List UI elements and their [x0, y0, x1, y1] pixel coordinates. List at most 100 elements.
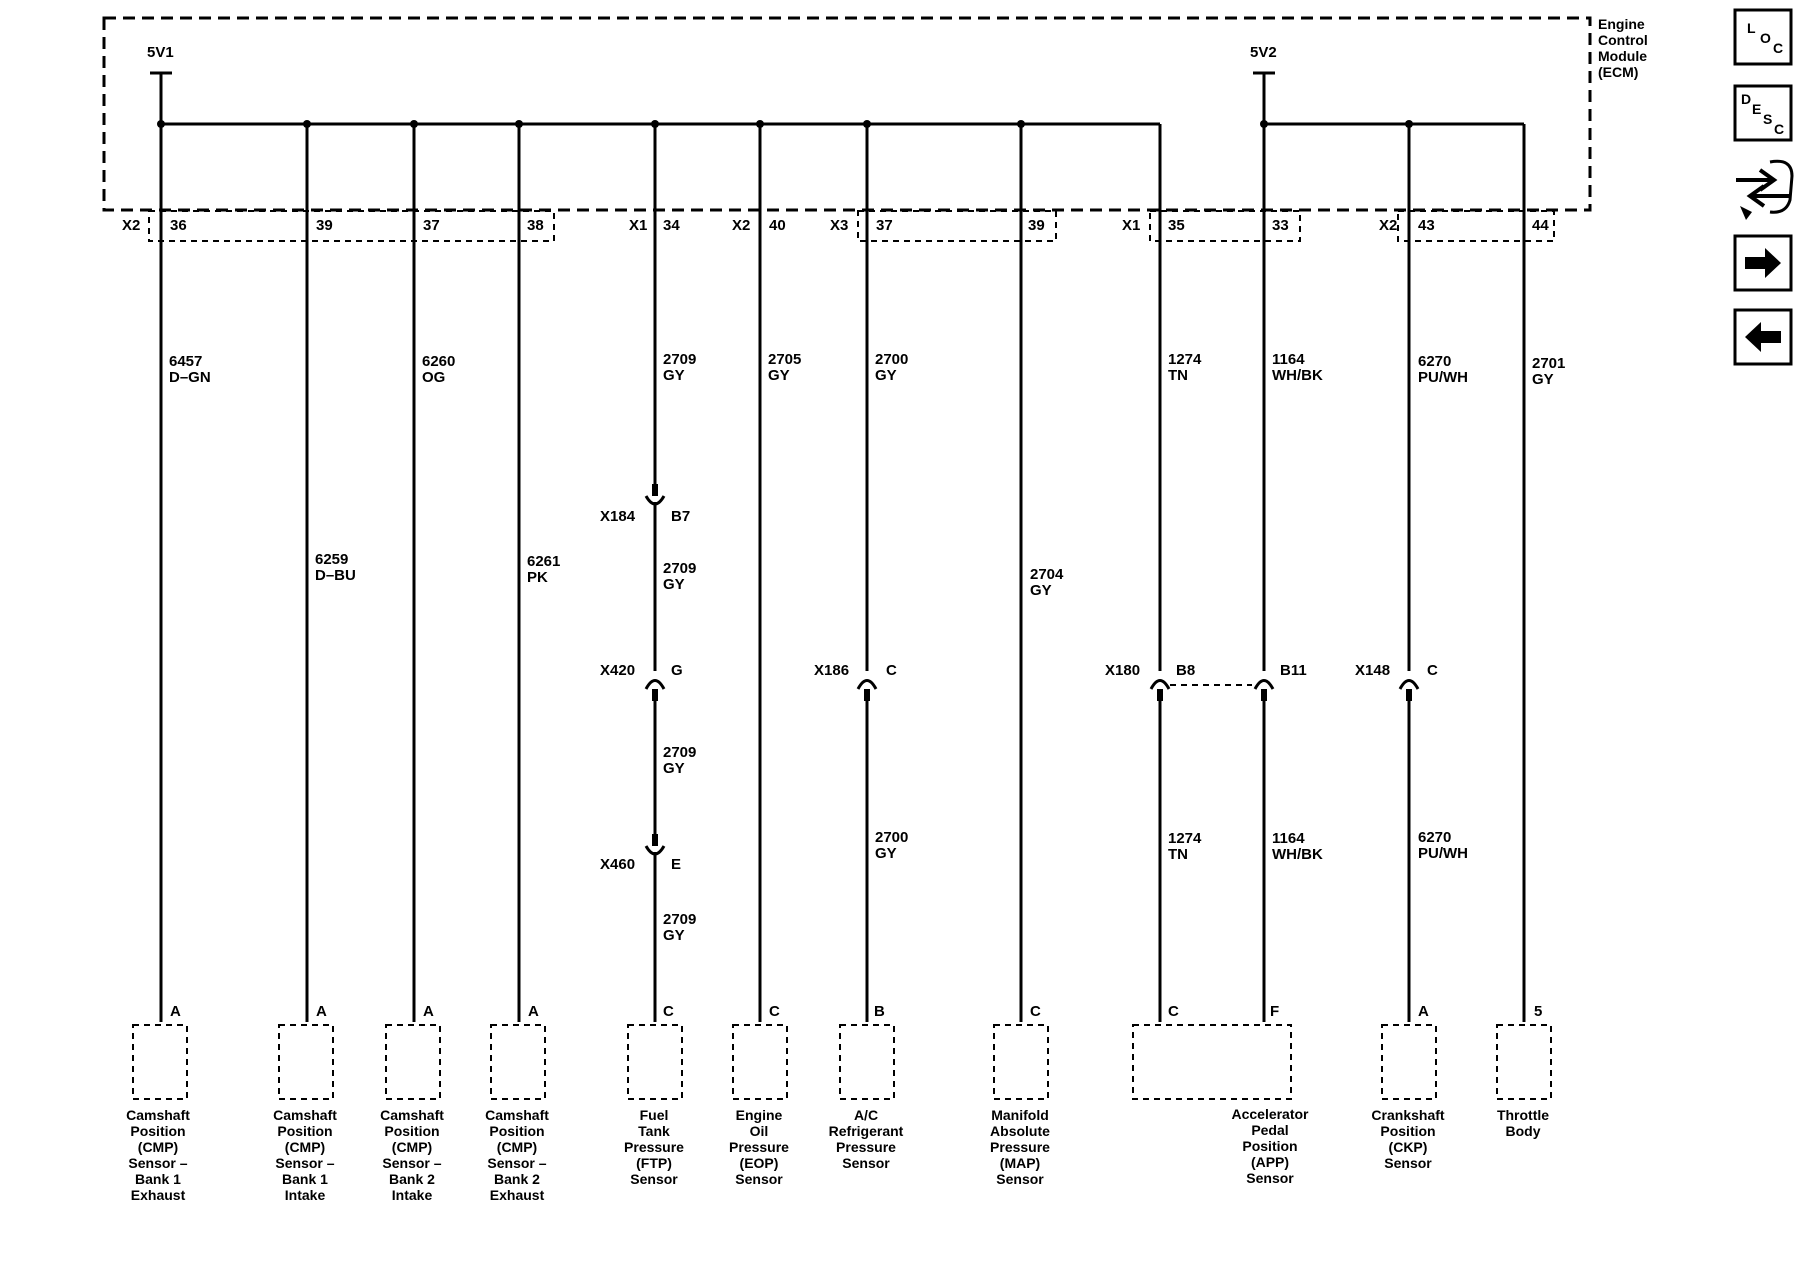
arrow-right-icon — [1745, 248, 1781, 278]
segment-wire-number: 2709 — [663, 744, 696, 761]
svg-text:Bank 2: Bank 2 — [389, 1171, 435, 1187]
next-page-button[interactable] — [1733, 234, 1793, 292]
ecm-pin: 44 — [1532, 217, 1549, 234]
svg-text:Position: Position — [384, 1123, 439, 1139]
svg-text:(APP): (APP) — [1251, 1154, 1289, 1170]
svg-text:Intake: Intake — [392, 1187, 433, 1203]
wire-color: PU/WH — [1418, 369, 1468, 386]
svg-text:Position: Position — [277, 1123, 332, 1139]
segment-wire-color: GY — [875, 845, 897, 862]
inline-connector-id: X186 — [814, 662, 849, 679]
previous-page-button[interactable] — [1733, 308, 1793, 366]
wire-color: WH/BK — [1272, 367, 1323, 384]
sensor-box-eop — [732, 1024, 788, 1100]
sensor-pin: F — [1270, 1003, 1279, 1020]
sensor-pin: A — [528, 1003, 539, 1020]
ecm-pin: 33 — [1272, 217, 1289, 234]
circuit-3: 38 6261 PK A — [515, 120, 560, 1022]
ecm-label-line: Control — [1598, 32, 1648, 48]
svg-text:Fuel: Fuel — [640, 1107, 669, 1123]
inline-connector-pin: B7 — [671, 508, 690, 525]
connector-id: X1 — [629, 217, 647, 234]
wire-number: 2704 — [1030, 566, 1064, 583]
svg-text:Pressure: Pressure — [729, 1139, 789, 1155]
ecm-enclosure — [102, 16, 1592, 212]
svg-text:A/C: A/C — [854, 1107, 878, 1123]
sensor-box-ac-pressure — [839, 1024, 895, 1100]
segment-wire-color: PU/WH — [1418, 845, 1468, 862]
sensor-pin: C — [663, 1003, 674, 1020]
sensor-box-cmp-b2-intake — [385, 1024, 441, 1100]
ecm-pin: 37 — [876, 217, 893, 234]
segment-wire-number: 1274 — [1168, 830, 1202, 847]
svg-text:Pedal: Pedal — [1251, 1122, 1288, 1138]
sensor-label-app: Accelerator Pedal Position (APP) Sensor — [1231, 1106, 1309, 1186]
inline-connector-x420: X420 G — [600, 662, 683, 701]
inline-connector-id: X184 — [600, 508, 636, 525]
sensor-pin: C — [1168, 1003, 1179, 1020]
wire-number: 6457 — [169, 353, 202, 370]
sensor-pin: A — [1418, 1003, 1429, 1020]
circuit-6: 37 2700 GY B — [863, 120, 908, 1022]
ecm-connector-box — [1149, 210, 1301, 242]
svg-text:Bank 2: Bank 2 — [494, 1171, 540, 1187]
wire-number: 2705 — [768, 351, 801, 368]
ecm-pin: 36 — [170, 217, 187, 234]
wire-color: D–BU — [315, 567, 356, 584]
sensor-box-cmp-b2-exhaust — [490, 1024, 546, 1100]
segment-wire-color: WH/BK — [1272, 846, 1323, 863]
svg-text:Camshaft: Camshaft — [485, 1107, 549, 1123]
segment-wire-number: 6270 — [1418, 829, 1451, 846]
segment-wire-number: 2700 — [875, 829, 908, 846]
sensor-pin: 5 — [1534, 1003, 1542, 1020]
ecm-connector-box — [1397, 210, 1555, 242]
svg-text:(CMP): (CMP) — [497, 1139, 537, 1155]
svg-text:Sensor: Sensor — [735, 1171, 783, 1187]
svg-text:Camshaft: Camshaft — [273, 1107, 337, 1123]
wire-number: 2701 — [1532, 355, 1565, 372]
svg-text:Camshaft: Camshaft — [380, 1107, 444, 1123]
svg-text:C: C — [1773, 40, 1783, 56]
connector-info-button[interactable] — [1736, 159, 1794, 220]
wire-color: GY — [663, 367, 685, 384]
svg-text:Sensor –: Sensor – — [128, 1155, 187, 1171]
inline-connector-id: X420 — [600, 662, 635, 679]
ecm-connector-box — [148, 210, 555, 242]
sensor-pin: A — [423, 1003, 434, 1020]
location-button[interactable]: L O C — [1733, 8, 1793, 66]
svg-text:(CMP): (CMP) — [392, 1139, 432, 1155]
segment-wire-color: TN — [1168, 846, 1188, 863]
svg-text:Sensor: Sensor — [1384, 1155, 1432, 1171]
sensor-label-cmp-b2-exhaust: Camshaft Position (CMP) Sensor – Bank 2 … — [485, 1107, 549, 1203]
ecm-pin: 39 — [316, 217, 333, 234]
segment-wire-color: GY — [663, 760, 685, 777]
sensor-pin: C — [1030, 1003, 1041, 1020]
inline-connector-pin: E — [671, 856, 681, 873]
circuit-2: 37 6260 OG A — [410, 120, 455, 1022]
svg-text:Sensor –: Sensor – — [275, 1155, 334, 1171]
ecm-pin: 37 — [423, 217, 440, 234]
svg-text:Pressure: Pressure — [836, 1139, 896, 1155]
inline-connector-pin: B11 — [1280, 662, 1307, 679]
svg-text:Exhaust: Exhaust — [490, 1187, 545, 1203]
svg-text:Pressure: Pressure — [990, 1139, 1050, 1155]
svg-text:Position: Position — [489, 1123, 544, 1139]
svg-text:Manifold: Manifold — [991, 1107, 1049, 1123]
sensor-label-ftp: Fuel Tank Pressure (FTP) Sensor — [624, 1107, 684, 1187]
svg-text:(EOP): (EOP) — [740, 1155, 779, 1171]
inline-connector-id: X180 — [1105, 662, 1140, 679]
sensor-label-cmp-b1-intake: Camshaft Position (CMP) Sensor – Bank 1 … — [273, 1107, 337, 1203]
inline-connector-id: X460 — [600, 856, 635, 873]
svg-text:Intake: Intake — [285, 1187, 326, 1203]
segment-wire-color: GY — [663, 576, 685, 593]
wire-number: 2700 — [875, 351, 908, 368]
ecm-label-line: (ECM) — [1598, 64, 1638, 80]
sensor-box-map — [993, 1024, 1049, 1100]
sensor-label-ac-pressure: A/C Refrigerant Pressure Sensor — [829, 1107, 904, 1171]
sensor-box-throttle-body — [1496, 1024, 1552, 1100]
svg-text:L: L — [1747, 20, 1756, 36]
description-button[interactable]: D E S C — [1733, 84, 1793, 142]
svg-text:Oil: Oil — [750, 1123, 769, 1139]
svg-text:S: S — [1763, 111, 1772, 127]
